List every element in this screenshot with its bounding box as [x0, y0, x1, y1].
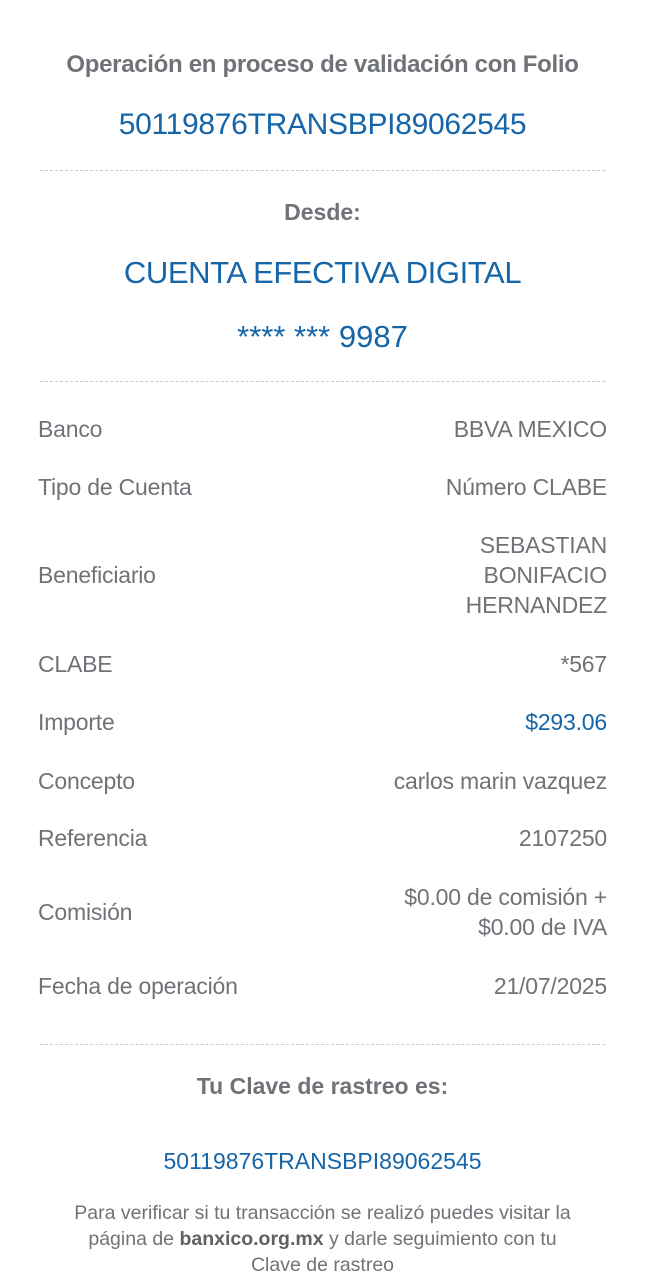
- detail-label: Banco: [38, 415, 103, 442]
- verification-note: Para verificar si tu transacción se real…: [0, 1200, 645, 1278]
- operation-status-title: Operación en proceso de validación con F…: [66, 51, 579, 78]
- detail-row-clabe: CLABE *567: [38, 649, 607, 679]
- source-account-number: **** *** 9987: [237, 319, 408, 354]
- detail-value: Número CLABE: [445, 474, 607, 500]
- note-text: Para verificar si tu transacción se real…: [74, 1202, 571, 1250]
- amount-value: $293.06: [525, 709, 607, 735]
- detail-row-commission: Comisión $0.00 de comisión + $0.00 de IV…: [38, 882, 607, 942]
- banxico-link[interactable]: banxico.org.mx: [179, 1228, 324, 1250]
- detail-label: Fecha de operación: [38, 972, 238, 999]
- detail-row-concept: Concepto carlos marin vazquez: [38, 766, 607, 796]
- detail-label: Beneficiario: [38, 561, 156, 588]
- detail-label: Tipo de Cuenta: [38, 473, 192, 500]
- note-text: y darle seguimiento con tu Clave de rast…: [250, 1228, 557, 1276]
- detail-row-beneficiary: Beneficiario SEBASTIAN BONIFACIO HERNAND…: [38, 530, 607, 620]
- detail-label: Comisión: [38, 898, 133, 925]
- detail-value: carlos marin vazquez: [393, 768, 608, 794]
- detail-row-reference: Referencia 2107250: [38, 823, 607, 853]
- detail-label: CLABE: [38, 650, 113, 677]
- detail-label: Referencia: [38, 824, 148, 851]
- detail-label: Importe: [38, 708, 115, 735]
- detail-value-line: BONIFACIO: [483, 562, 608, 588]
- detail-value-line: $0.00 de IVA: [478, 914, 607, 940]
- tracking-key-code: 50119876TRANSBPI89062545: [163, 1148, 482, 1174]
- detail-value: 21/07/2025: [493, 973, 607, 999]
- tracking-key-label: Tu Clave de rastreo es:: [196, 1073, 449, 1099]
- detail-value-line: $0.00 de comisión +: [404, 884, 607, 910]
- detail-row-bank: Banco BBVA MEXICO: [38, 414, 607, 444]
- detail-value: SEBASTIAN BONIFACIO HERNANDEZ: [465, 530, 608, 620]
- detail-row-amount: Importe $293.06: [38, 707, 607, 737]
- detail-value: $0.00 de comisión + $0.00 de IVA: [404, 882, 607, 942]
- detail-row-date: Fecha de operación 21/07/2025: [38, 971, 607, 1001]
- detail-value: *567: [560, 651, 607, 677]
- folio-number: 50119876TRANSBPI89062545: [118, 108, 527, 141]
- detail-label: Concepto: [38, 767, 135, 794]
- divider: [40, 381, 605, 382]
- divider: [40, 170, 605, 171]
- detail-row-account-type: Tipo de Cuenta Número CLABE: [38, 472, 607, 502]
- detail-value: BBVA MEXICO: [453, 416, 608, 442]
- from-label: Desde:: [284, 199, 361, 225]
- detail-value-line: SEBASTIAN: [479, 532, 607, 558]
- detail-value: 2107250: [518, 825, 607, 851]
- detail-value-line: HERNANDEZ: [465, 592, 608, 618]
- divider: [40, 1044, 605, 1045]
- source-account-name: CUENTA EFECTIVA DIGITAL: [123, 255, 522, 290]
